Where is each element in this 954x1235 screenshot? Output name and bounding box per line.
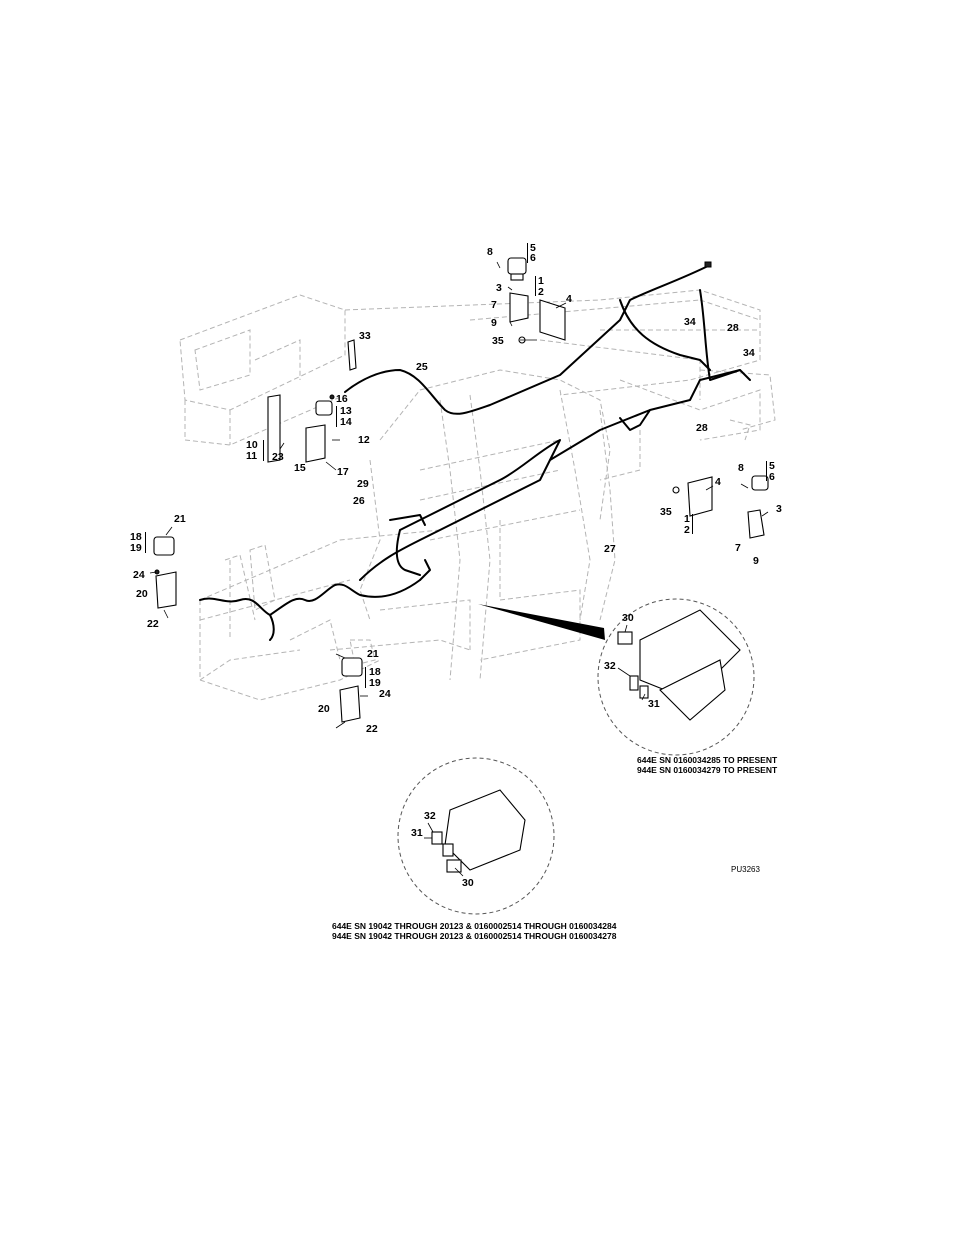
callout-24: 24 — [379, 688, 391, 700]
callout-21: 21 — [174, 513, 186, 525]
figure-id: PU3263 — [731, 865, 760, 874]
callout-bracket — [535, 276, 536, 296]
machine-frame-ghost — [179, 289, 776, 701]
callout-27: 27 — [604, 543, 616, 555]
boom-light-assembly — [267, 339, 357, 471]
callout-bracket — [263, 440, 264, 461]
callout-15: 15 — [294, 462, 306, 474]
callout-6: 6 — [530, 252, 536, 264]
callout-28: 28 — [727, 322, 739, 334]
callout-20: 20 — [136, 588, 148, 600]
callout-8: 8 — [738, 462, 744, 474]
callout-4: 4 — [566, 293, 572, 305]
callout-1: 1 — [684, 513, 690, 525]
callout-12: 12 — [358, 434, 370, 446]
detail-note-new-line-1: 644E SN 0160034285 TO PRESENT — [637, 755, 778, 765]
callout-11: 11 — [246, 450, 258, 462]
callout-22: 22 — [366, 723, 378, 735]
callout-22: 22 — [147, 618, 159, 630]
callout-10: 10 — [246, 439, 258, 451]
wiring-harness-25-27 — [199, 264, 751, 641]
callout-26: 26 — [353, 495, 365, 507]
callout-5: 5 — [530, 242, 536, 254]
callout-30: 30 — [622, 612, 634, 624]
callout-8: 8 — [487, 246, 493, 258]
callout-33: 33 — [359, 330, 371, 342]
callout-18: 18 — [130, 531, 142, 543]
callout-bracket — [145, 532, 146, 553]
callout-6: 6 — [769, 471, 775, 483]
callout-20: 20 — [318, 703, 330, 715]
callout-9: 9 — [491, 317, 497, 329]
callout-2: 2 — [538, 286, 544, 298]
callout-34: 34 — [743, 347, 755, 359]
callout-25: 25 — [416, 361, 428, 373]
lower-light-assembly — [335, 653, 368, 729]
callout-19: 19 — [369, 677, 381, 689]
callout-32: 32 — [424, 810, 436, 822]
detail-note-new-line-2: 944E SN 0160034279 TO PRESENT — [637, 765, 778, 775]
callout-5: 5 — [769, 460, 775, 472]
callout-bracket — [692, 514, 693, 534]
callout-24: 24 — [133, 569, 145, 581]
callout-31: 31 — [411, 827, 423, 839]
callout-17: 17 — [337, 466, 349, 478]
callout-31: 31 — [648, 698, 660, 710]
callout-30: 30 — [462, 877, 474, 889]
callout-7: 7 — [735, 542, 741, 554]
left-front-light-assembly — [149, 526, 177, 619]
right-work-light-assembly — [672, 475, 769, 539]
callout-13: 13 — [340, 405, 352, 417]
callout-2: 2 — [684, 524, 690, 536]
callout-9: 9 — [753, 555, 759, 567]
fuse-box-detail-new — [478, 598, 755, 756]
callout-34: 34 — [684, 316, 696, 328]
callout-29: 29 — [357, 478, 369, 490]
callout-35: 35 — [492, 335, 504, 347]
callout-3: 3 — [776, 503, 782, 515]
callout-28: 28 — [696, 422, 708, 434]
callout-bracket — [336, 406, 337, 427]
detail-note-old-line-2: 944E SN 19042 THROUGH 20123 & 0160002514… — [332, 931, 617, 941]
fuse-box-detail-old — [397, 757, 555, 915]
callout-bracket — [527, 243, 528, 263]
callout-21: 21 — [367, 648, 379, 660]
callout-16: 16 — [336, 393, 348, 405]
callout-14: 14 — [340, 416, 352, 428]
callout-32: 32 — [604, 660, 616, 672]
callout-18: 18 — [369, 666, 381, 678]
upper-work-light-assembly — [496, 257, 712, 344]
callout-19: 19 — [130, 542, 142, 554]
callout-3: 3 — [496, 282, 502, 294]
callout-bracket — [365, 667, 366, 688]
callout-1: 1 — [538, 275, 544, 287]
callout-bracket — [766, 461, 767, 481]
callout-23: 23 — [272, 451, 284, 463]
callout-35: 35 — [660, 506, 672, 518]
detail-note-old-line-1: 644E SN 19042 THROUGH 20123 & 0160002514… — [332, 921, 617, 931]
callout-7: 7 — [491, 299, 497, 311]
callout-4: 4 — [715, 476, 721, 488]
